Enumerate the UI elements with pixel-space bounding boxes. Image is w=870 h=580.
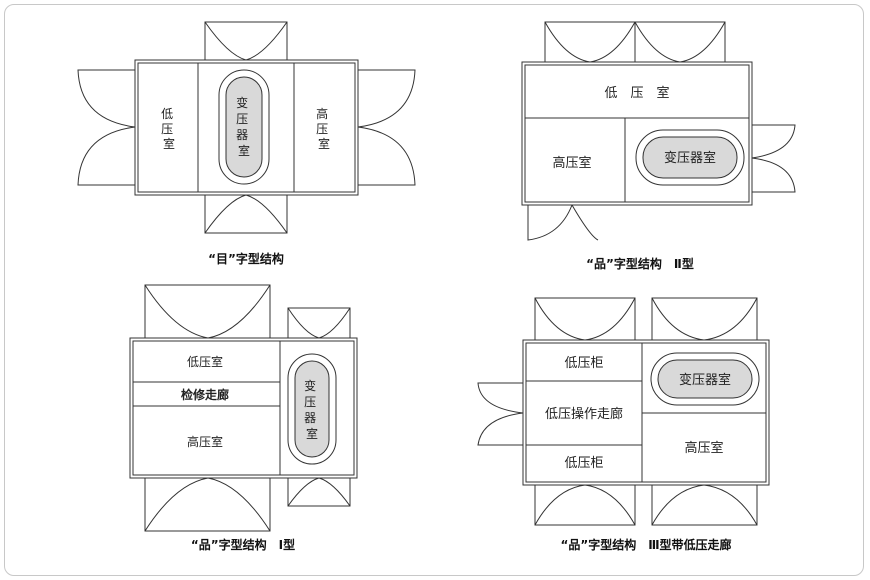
pin3-high-room-label: 高压室 [684,440,723,456]
pin3-door-top-left-swing [534,297,636,341]
pin1-caption: “品”字型结构 Ⅰ型 [191,537,295,552]
pin1-door-top-right-swing [287,307,351,339]
mu-low-room-label: 低 压 室 [161,107,177,151]
mu-high-room-label: 高 压 室 [316,106,332,151]
pin1-door-bottom-right [287,477,351,507]
mu-door-bottom [204,194,288,234]
pin1-transformer-core [294,360,330,458]
pin1-door-bottom [144,477,271,532]
mu-door-top [204,21,288,61]
pin1-door-bottom-right-swing [287,477,351,507]
pin3-door-left-swing [477,382,524,446]
pin2-transformer-core [642,136,738,179]
pin3-transformer-label: 变压器室 [679,372,731,388]
mu-door-left-swing [77,69,136,186]
pin2-caption: “品”字型结构 Ⅱ型 [586,256,694,271]
mu-transformer-label: 变 压 器 室 [236,95,252,158]
pin2-transformer-label: 变压器室 [664,150,716,166]
pin1-door-top-swing [144,284,271,339]
pin2-inner-wall [524,64,750,203]
pin3-door-top-left [534,297,636,341]
pin2-low-room-label: 低 压 室 [604,85,669,101]
pin3-door-bottom-right [651,484,758,526]
diagram-pin3: 低压柜 低压操作走廊 低压柜 变压器室 高压室 “品”字型结构 Ⅲ型带低压走廊 [477,297,770,552]
pin1-inner-wall [132,340,355,476]
pin1-high-room-label: 高压室 [187,434,223,449]
pin3-cabinet-top-label: 低压柜 [564,356,603,371]
pin2-door-top-swing [544,21,726,63]
pin2-door-bottom-swing [527,204,599,241]
mu-inner-wall [137,62,356,193]
pin1-door-bottom-swing [144,477,271,532]
figure-frame [4,4,864,576]
pin1-low-room-label: 低压室 [187,354,223,369]
pin3-door-bottom-right-swing [651,484,758,526]
mu-door-right-swing [357,69,416,186]
pin1-corridor-label: 检修走廊 [181,387,229,402]
pin1-transformer-label: 变 压 器 室 [304,378,320,441]
diagram-pin1: 低压室 检修走廊 高压室 变 压 器 室 “品”字型结构 Ⅰ型 [129,284,358,552]
diagram-mu: 低 压 室 高 压 室 变 压 器 室 “目”字型结构 [77,21,416,266]
pin3-caption: “品”字型结构 Ⅲ型带低压走廊 [560,537,731,552]
pin1-door-top [144,284,271,339]
pin3-corridor-label: 低压操作走廊 [545,406,623,422]
mu-door-bottom-swing [204,194,288,234]
pin2-high-room-label: 高压室 [552,155,591,171]
mu-door-top-swing [204,21,288,61]
pin3-transformer-core [657,359,753,399]
pin3-door-bottom-left-swing [534,484,636,526]
pin3-cabinet-bottom-label: 低压柜 [564,456,603,471]
pin3-door-top-right-swing [651,297,758,341]
pin3-door-top-right [651,297,758,341]
mu-caption: “目”字型结构 [208,251,284,266]
pin1-door-top-right [287,307,351,339]
diagram-pin2: 低 压 室 高压室 变压器室 “品”字型结构 Ⅱ型 [521,21,796,271]
mu-transformer-core [225,76,263,178]
pin2-door-right-swing [751,124,796,193]
pin3-door-bottom-left [534,484,636,526]
